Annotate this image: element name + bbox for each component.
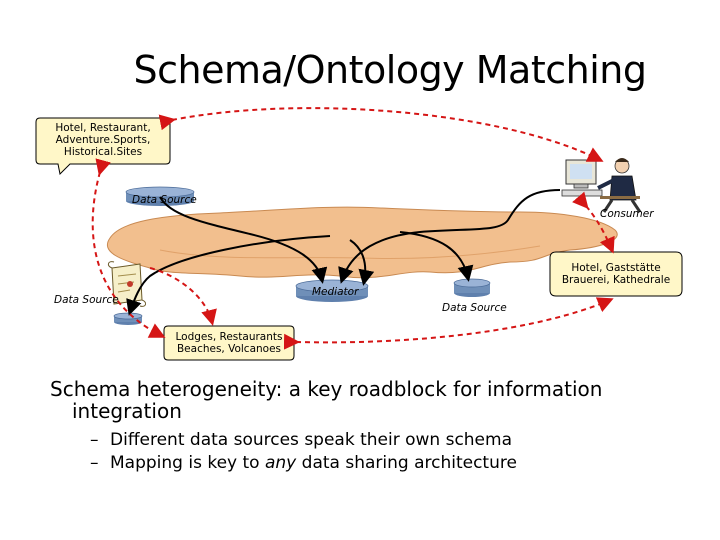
dashed-arrow-right <box>572 191 615 254</box>
headline: Schema heterogeneity: a key roadblock fo… <box>50 378 690 422</box>
dashed-arrow-top <box>158 107 604 162</box>
mediator-label: Mediator <box>312 286 359 298</box>
bubble-bottom-text: Lodges, Restaurants Beaches, Volcanoes <box>166 331 292 355</box>
network-cloud <box>107 206 618 279</box>
consumer-computer-icon <box>561 158 642 213</box>
dashed-arrow-scroll-to-bottom <box>149 267 217 326</box>
bubble-top-left-line-2: Adventure.Sports, <box>55 134 151 146</box>
data-source-left-label: Data Source <box>54 294 119 306</box>
dashed-arrow-bottom-right <box>283 297 614 350</box>
bubble-top-left-line-3: Historical.Sites <box>63 146 143 158</box>
bubble-right-line-2: Brauerei, Kathedrale <box>561 274 671 286</box>
link-mediator-to-right-source <box>399 231 474 282</box>
bubble-top-left-text: Hotel, Restaurant, Adventure.Sports, His… <box>40 122 166 158</box>
network-cloud-shadow <box>159 245 541 259</box>
link-mediator-to-top-source <box>159 196 328 284</box>
consumer-label: Consumer <box>600 208 654 220</box>
bullet-2-dash: – <box>90 453 99 473</box>
bubble-right-text: Hotel, Gaststätte Brauerei, Kathedrale <box>552 262 680 286</box>
bubble-top-left-line-1: Hotel, Restaurant, <box>55 122 151 134</box>
bullet-2-text-pre: Mapping is key to <box>110 453 265 473</box>
link-consumer-to-mediator <box>338 189 561 284</box>
link-mediator-branch <box>349 239 375 286</box>
bullet-1-dash: – <box>90 430 99 450</box>
data-source-left-disk <box>113 312 143 325</box>
dashed-arrow-left <box>91 158 166 338</box>
bubble-bottom-line-1: Lodges, Restaurants <box>175 331 283 343</box>
bullet-1-text: Different data sources speak their own s… <box>110 430 512 450</box>
bubble-bottom-line-2: Beaches, Volcanoes <box>176 343 282 355</box>
slide-title: Schema/Ontology Matching <box>133 48 647 92</box>
bullet-2-text-emphasis: any <box>264 453 297 473</box>
data-source-top-label: Data Source <box>132 194 197 206</box>
data-source-right-disk <box>453 278 491 297</box>
bubble-right-line-1: Hotel, Gaststätte <box>571 262 661 274</box>
bubble-right <box>549 251 683 297</box>
headline-line-2: integration <box>72 399 182 423</box>
bullet-1: –Different data sources speak their own … <box>90 430 512 450</box>
data-source-right-label: Data Source <box>442 302 507 314</box>
bullet-2-text-post: data sharing architecture <box>296 453 517 473</box>
bullet-2: –Mapping is key to any data sharing arch… <box>90 453 517 473</box>
headline-line-1: Schema heterogeneity: a key roadblock fo… <box>50 377 603 401</box>
